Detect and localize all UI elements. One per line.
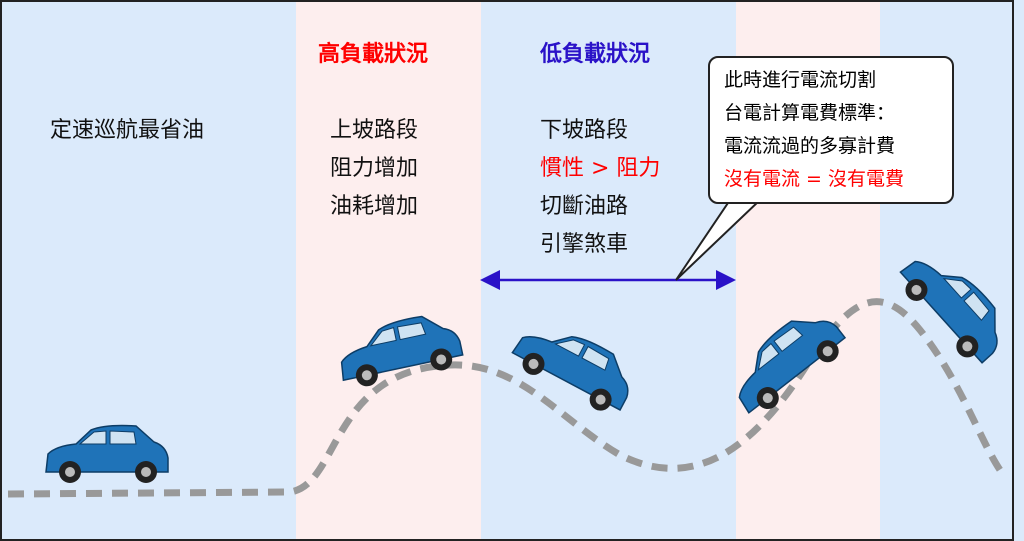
callout-line: 電流流過的多寡計費 xyxy=(724,135,896,157)
line: 上坡路段 xyxy=(330,118,419,143)
callout-line: 台電計算電費標準： xyxy=(724,102,896,124)
line: 切斷油路 xyxy=(540,194,629,219)
arrow-left-icon xyxy=(480,270,500,290)
low-load-lines: 下坡路段 慣性 > 阻力 切斷油路 引擎煞車 xyxy=(540,112,660,264)
road-curve xyxy=(7,298,1003,498)
line: 下坡路段 xyxy=(540,118,629,143)
callout-bubble: 此時進行電流切割 台電計算電費標準： 電流流過的多寡計費 沒有電流 = 沒有電費 xyxy=(708,56,954,204)
callout-line: 此時進行電流切割 xyxy=(724,69,877,91)
line: 油耗增加 xyxy=(330,194,419,219)
line: 慣性 > 阻力 xyxy=(540,156,661,181)
callout-tail xyxy=(675,199,763,281)
low-load-title: 低負載狀況 xyxy=(540,42,651,67)
car-downhill xyxy=(506,310,643,421)
car-uphill-2 xyxy=(719,300,853,423)
cruise-text: 定速巡航最省油 xyxy=(50,118,205,143)
line: 阻力增加 xyxy=(330,156,419,181)
arrow-right-icon xyxy=(716,270,736,290)
high-load-lines: 上坡路段 阻力增加 油耗增加 xyxy=(330,112,418,226)
callout-line: 沒有電流 = 沒有電費 xyxy=(724,168,904,190)
car-flat xyxy=(45,424,169,484)
high-load-title: 高負載狀況 xyxy=(318,42,429,67)
car-downhill-2 xyxy=(891,240,1018,371)
line: 引擎煞車 xyxy=(540,232,629,257)
